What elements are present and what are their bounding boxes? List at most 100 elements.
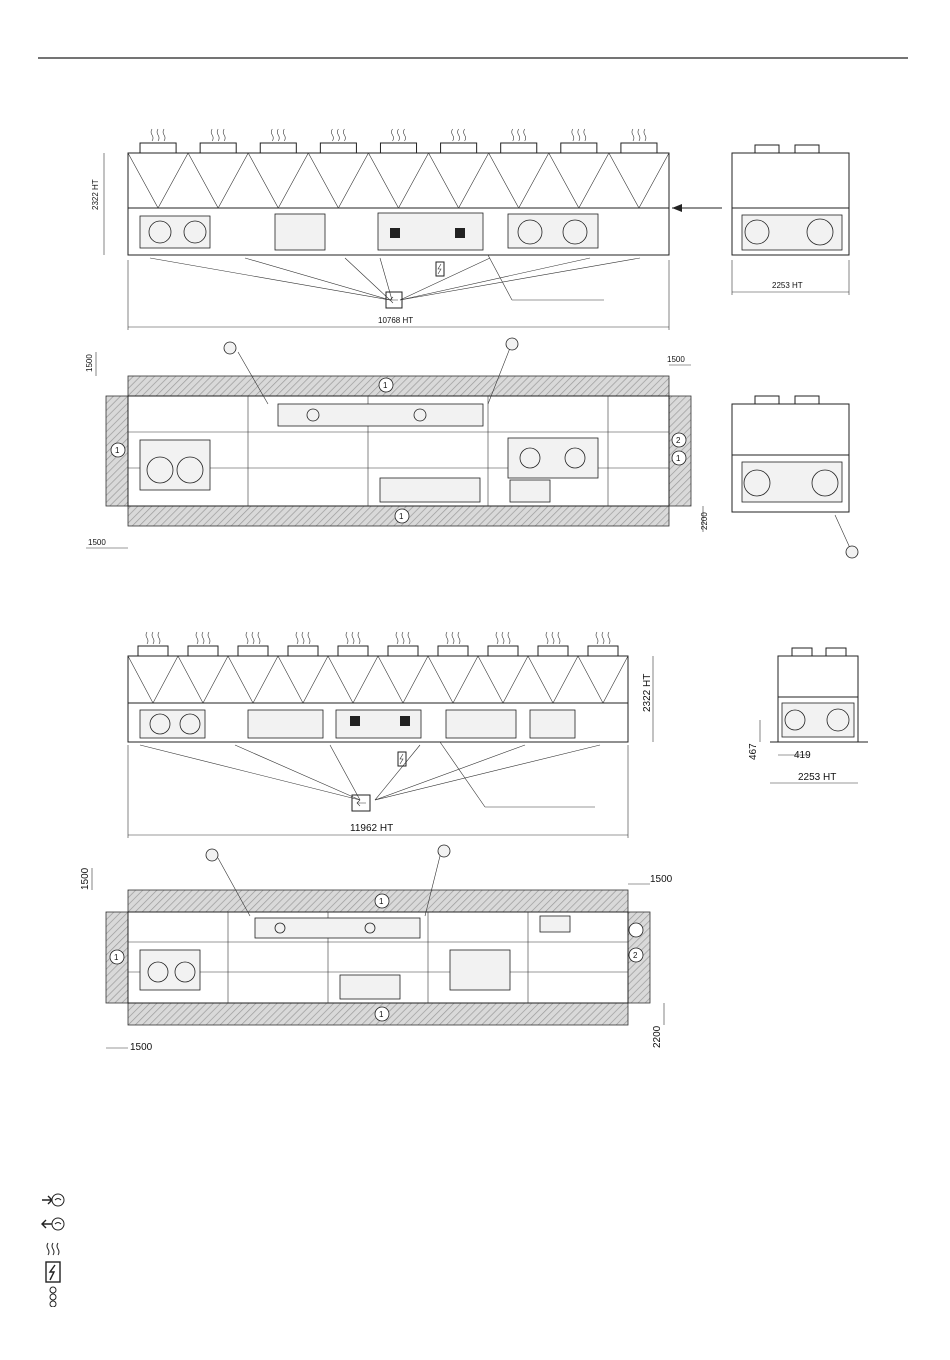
legend-row <box>40 1284 80 1308</box>
fan-housing <box>140 143 176 153</box>
u1-clearance-right: 1500 <box>667 355 685 364</box>
fan-housing <box>138 646 168 656</box>
fan-housing <box>188 646 218 656</box>
air-flow-icon <box>546 632 560 644</box>
air-flow-icon <box>211 129 225 141</box>
lifting-points-icon <box>40 1285 66 1307</box>
u1-zone-top: 1 <box>383 381 388 390</box>
fan-housing <box>438 646 468 656</box>
fan-housing <box>561 143 597 153</box>
u1-clearance-top: 1500 <box>85 354 94 372</box>
unit1-plan-view: 1 1 1 2 1 1500 1500 1500 2200 <box>85 338 709 548</box>
fan-housing <box>538 646 568 656</box>
u2-zone-right-2: 2 <box>633 951 638 960</box>
air-flow-icon <box>296 632 310 644</box>
air-flow-icon <box>396 632 410 644</box>
coil-v-section <box>278 656 328 703</box>
fan-housing <box>388 646 418 656</box>
air-flow-icon <box>151 129 165 141</box>
fan-housing <box>501 143 537 153</box>
u2-clearance-left: 1500 <box>130 1042 153 1053</box>
coil-v-section <box>528 656 578 703</box>
unit2-plan-view: 1 1 1 2 1500 1500 1500 2200 <box>80 845 673 1053</box>
fan-housing <box>621 143 657 153</box>
air-flow-icon <box>512 129 526 141</box>
coil-v-section <box>378 656 428 703</box>
air-flow-icon <box>346 632 360 644</box>
fan-housing <box>588 646 618 656</box>
u1-clearance-bottom: 2200 <box>700 512 709 530</box>
fan-housing <box>260 143 296 153</box>
coil-v-section <box>429 153 489 208</box>
legend <box>40 1188 80 1308</box>
u1-side-width-dim: 2253 HT <box>772 281 803 290</box>
air-flow-icon <box>572 129 586 141</box>
u2-side-width-dim: 2253 HT <box>798 772 836 783</box>
fan-housing <box>380 143 416 153</box>
fan-housing <box>288 646 318 656</box>
u2-zone-left: 1 <box>114 953 119 962</box>
coil-v-section <box>609 153 669 208</box>
coil-v-section <box>128 153 188 208</box>
coil-v-section <box>228 656 278 703</box>
coil-v-section <box>368 153 428 208</box>
air-flow-icon <box>271 129 285 141</box>
air-flow-icon <box>146 632 160 644</box>
air-flow-icon <box>40 1239 66 1257</box>
fan-housing <box>200 143 236 153</box>
u2-zone-top: 1 <box>379 897 384 906</box>
u1-length-dim: 10768 HT <box>378 316 413 325</box>
coil-v-section <box>428 656 478 703</box>
unit2-front-elevation: 2322 HT 11962 HT <box>128 632 653 838</box>
fan-housing <box>238 646 268 656</box>
coil-v-section <box>248 153 308 208</box>
power-supply-icon <box>40 1261 66 1283</box>
air-flow-icon <box>392 129 406 141</box>
coil-v-section <box>489 153 549 208</box>
air-flow-icon <box>496 632 510 644</box>
coil-v-section <box>549 153 609 208</box>
coil-v-section <box>328 656 378 703</box>
fan-housing <box>488 646 518 656</box>
coil-v-section <box>478 656 528 703</box>
air-flow-icon <box>331 129 345 141</box>
unit1-side-view-rear <box>732 396 858 558</box>
unit1-front-elevation: 2322 HT 10768 HT <box>91 129 669 330</box>
water-outlet-icon <box>40 1215 66 1233</box>
coil-v-section <box>178 656 228 703</box>
air-flow-icon <box>452 129 466 141</box>
u1-zone-left: 1 <box>115 446 120 455</box>
u2-clearance-right: 1500 <box>650 874 673 885</box>
legend-row <box>40 1212 80 1236</box>
u2-clearance-top: 1500 <box>80 867 91 890</box>
u1-clearance-left: 1500 <box>88 538 106 547</box>
air-flow-icon <box>246 632 260 644</box>
u2-height-dim: 2322 HT <box>642 674 653 712</box>
air-flow-icon <box>596 632 610 644</box>
legend-row <box>40 1260 80 1284</box>
coil-v-section <box>308 153 368 208</box>
u1-zone-right-2: 2 <box>676 436 681 445</box>
coil-v-section <box>578 656 628 703</box>
u1-zone-bottom: 1 <box>399 512 404 521</box>
u2-zone-bottom: 1 <box>379 1010 384 1019</box>
air-flow-icon <box>632 129 646 141</box>
u1-height-dim: 2322 HT <box>91 179 100 210</box>
water-inlet-icon <box>40 1191 66 1209</box>
u2-side-offset-dim: 419 <box>794 750 811 761</box>
u2-side-height-dim: 467 <box>748 743 759 760</box>
fan-housing <box>441 143 477 153</box>
coil-v-section <box>188 153 248 208</box>
legend-row <box>40 1188 80 1212</box>
unit2-side-elevation: 467 419 2253 HT <box>748 648 868 783</box>
legend-row <box>40 1236 80 1260</box>
u2-clearance-bottom: 2200 <box>652 1025 663 1048</box>
u1-zone-right-1: 1 <box>676 454 681 463</box>
air-flow-icon <box>446 632 460 644</box>
fan-housing <box>338 646 368 656</box>
fan-housing <box>320 143 356 153</box>
u2-length-dim: 11962 HT <box>350 823 393 834</box>
unit1-side-elevation: 2253 HT <box>672 145 849 295</box>
air-flow-icon <box>196 632 210 644</box>
